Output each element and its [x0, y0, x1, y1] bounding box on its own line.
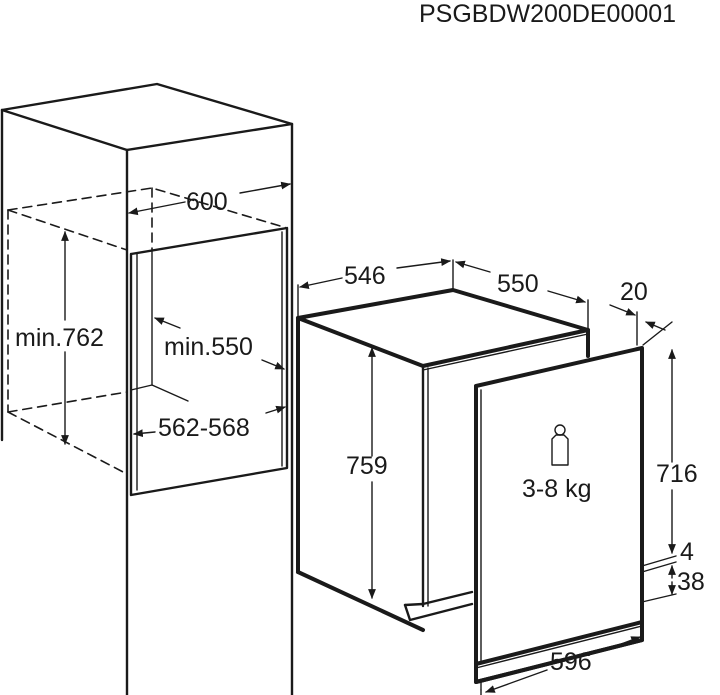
kitchen-cabinet	[0, 82, 294, 695]
plinth-height-label: 38	[677, 568, 705, 596]
niche-height-label: min.762	[15, 324, 104, 352]
door-thickness-label: 20	[620, 278, 648, 306]
weight-icon	[551, 424, 569, 466]
door-height-label: 716	[656, 460, 698, 488]
door-width-label: 596	[550, 648, 592, 676]
niche-depth-label: min.550	[164, 333, 253, 361]
appliance-width-label: 546	[344, 262, 386, 290]
gap-label: 4	[680, 538, 694, 566]
dishwasher-dimensions: 546 550 759 20 716 4 38 596	[297, 258, 705, 695]
cabinet-dimensions: 600 min.762 min.550 562-568	[15, 181, 291, 445]
appliance-depth-label: 550	[497, 270, 539, 298]
niche-width-label: 562-568	[158, 414, 250, 442]
door-weight-label: 3-8 kg	[522, 475, 591, 503]
cabinet-width-label: 600	[186, 188, 228, 216]
appliance-height-label: 759	[346, 452, 388, 480]
document-code: PSGBDW200DE00001	[419, 0, 676, 28]
